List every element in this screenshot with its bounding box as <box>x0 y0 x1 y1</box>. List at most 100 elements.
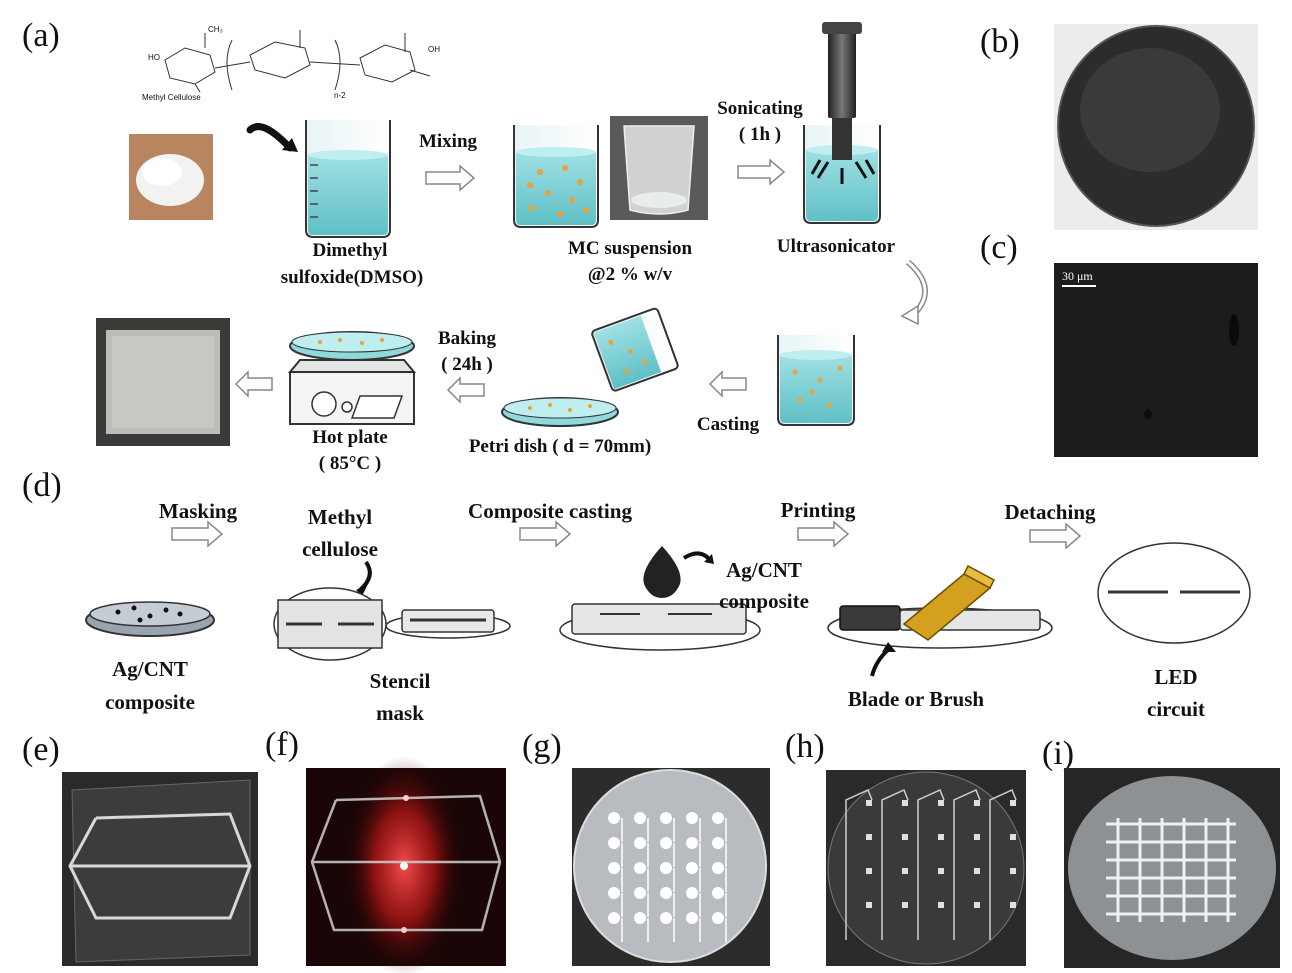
blade-caption: Blade or Brush <box>848 687 984 711</box>
methyl-line1: Methyl <box>308 505 372 529</box>
blade-pointer-icon <box>870 646 892 677</box>
agcnt-drop-line2: composite <box>719 589 809 613</box>
casting-arrow-icon <box>708 370 747 398</box>
mc-caption-line2: @2 % w/v <box>588 264 673 285</box>
led-dot <box>660 887 672 899</box>
panel-h-photo <box>826 770 1026 966</box>
mc-caption-line1: MC suspension <box>568 238 692 259</box>
led-dot <box>686 912 698 924</box>
led-chip <box>902 800 908 806</box>
circuit-trace <box>953 788 981 940</box>
led-dot <box>660 837 672 849</box>
pouring-beaker <box>591 307 679 392</box>
baking-arrow-icon <box>446 376 485 404</box>
led-dot <box>608 887 620 899</box>
led-dot <box>712 812 724 824</box>
mc-film-photo <box>96 318 230 446</box>
petri-dish <box>501 397 619 427</box>
led-circuit-diagram <box>1097 542 1251 644</box>
led-chip <box>902 834 908 840</box>
led-chip <box>866 834 872 840</box>
panel-label-e: (e) <box>22 731 60 768</box>
baking-line2: ( 24h ) <box>441 354 493 375</box>
led-dot <box>712 862 724 874</box>
led-dot <box>634 812 646 824</box>
led-chip <box>1010 902 1016 908</box>
led-chip <box>902 902 908 908</box>
led-dot <box>608 912 620 924</box>
stencil-line2: mask <box>376 701 424 725</box>
composite-drop-icon <box>643 546 681 598</box>
panel-label-h: (h) <box>785 728 825 765</box>
stencil-line1: Stencil <box>370 669 431 693</box>
mixing-label: Mixing <box>419 131 478 152</box>
stencil-mask-topview <box>273 587 387 661</box>
led-line1: LED <box>1154 665 1197 689</box>
pour-arrow-icon <box>246 123 294 152</box>
led-dot <box>660 862 672 874</box>
hotplate-line2: ( 85°C ) <box>319 453 381 474</box>
panel-e-photo <box>62 772 258 966</box>
molecule-repeat: n-2 <box>334 91 346 100</box>
led-dot <box>712 887 724 899</box>
masking-arrow-icon <box>171 520 224 548</box>
circuit-trace <box>989 788 1017 940</box>
mixing-arrow-icon <box>425 164 476 192</box>
agcnt-caption-line1: Ag/CNT <box>112 657 188 681</box>
printing-arrow-icon <box>797 520 850 548</box>
panel-c-sem-image <box>1054 263 1258 457</box>
blade-pointer-head-icon <box>882 642 896 652</box>
drop-pointer-head-icon <box>704 554 714 564</box>
oh-label: OH <box>428 45 440 54</box>
sonicator-probe-icon <box>810 22 876 184</box>
led-dot <box>608 837 620 849</box>
stencil-mask-sideview <box>385 609 511 639</box>
led-dot <box>634 862 646 874</box>
composite-casting-arrow-icon <box>519 520 572 548</box>
panel-g-photo <box>572 768 770 966</box>
led-dot <box>686 812 698 824</box>
agcnt-petri-dish <box>85 601 215 637</box>
panel-label-b: (b) <box>980 23 1020 60</box>
panel-f-photo <box>306 756 506 973</box>
led-chip <box>902 868 908 874</box>
sonicating-line1: Sonicating <box>717 98 803 119</box>
detaching-label: Detaching <box>1005 500 1096 524</box>
blade-icon <box>902 564 995 641</box>
led-dot <box>634 912 646 924</box>
led-dot <box>608 812 620 824</box>
composite-casting-sideview <box>559 603 761 651</box>
pour-arrow-head-icon <box>282 138 298 152</box>
led-dot <box>608 862 620 874</box>
led-chip <box>974 800 980 806</box>
led-chip <box>1010 800 1016 806</box>
dmso-caption-line2: sulfoxide(DMSO) <box>281 267 424 288</box>
panel-label-f: (f) <box>265 726 299 763</box>
sonicate-arrow-icon <box>737 158 786 186</box>
agcnt-caption-line2: composite <box>105 690 195 714</box>
panel-label-c: (c) <box>980 229 1018 266</box>
ultrasonicator-label: Ultrasonicator <box>777 236 896 257</box>
petri-caption: Petri dish ( d = 70mm) <box>469 436 651 457</box>
led-chip <box>866 902 872 908</box>
panel-label-i: (i) <box>1042 735 1074 772</box>
led-chip <box>938 868 944 874</box>
led-dot <box>686 887 698 899</box>
methyl-line2: cellulose <box>302 537 378 561</box>
sonicating-line2: ( 1h ) <box>739 124 781 145</box>
circuit-trace <box>845 788 873 940</box>
led-dot <box>660 812 672 824</box>
panel-label-a: (a) <box>22 17 60 54</box>
dmso-caption-line1: Dimethyl <box>313 240 388 261</box>
return-arrow-icon <box>900 259 929 326</box>
methyl-cellulose-structure <box>164 30 431 93</box>
led-dot <box>660 912 672 924</box>
led-chip <box>866 868 872 874</box>
drop-pointer-icon <box>682 551 712 562</box>
printing-label: Printing <box>781 498 856 522</box>
detaching-arrow-icon <box>1029 522 1082 550</box>
led-dot <box>634 887 646 899</box>
led-chip <box>938 800 944 806</box>
dmso-beaker <box>305 120 391 238</box>
